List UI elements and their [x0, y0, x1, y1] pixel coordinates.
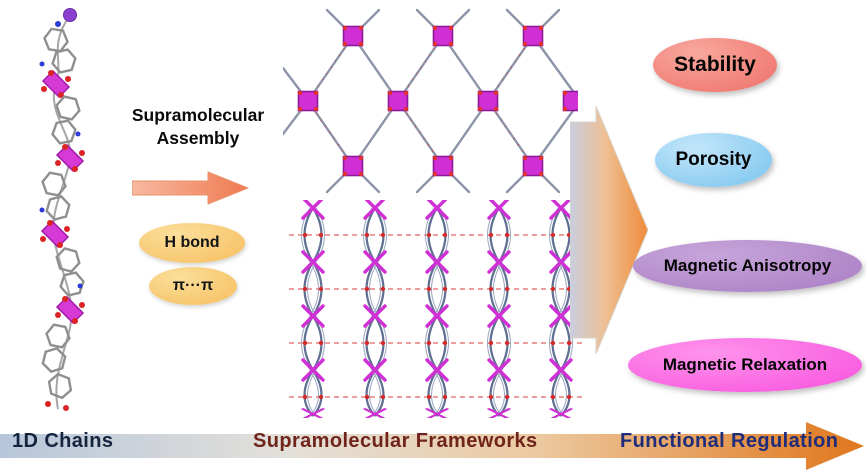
assembly-label: Supramolecular Assembly — [108, 104, 288, 150]
porosity-badge: Porosity — [655, 133, 772, 187]
banner-label-supramolecular-frameworks: Supramolecular Frameworks — [253, 430, 538, 452]
assembly-label-line2: Assembly — [156, 128, 240, 148]
h-bond-badge: H bond — [139, 223, 245, 263]
supramolecular-packing-structure-image — [289, 200, 583, 418]
magnetic-anisotropy-badge: Magnetic Anisotropy — [633, 240, 862, 292]
banner-label-functional-regulation: Functional Regulation — [620, 430, 839, 452]
1d-chain-structure-image — [39, 8, 87, 411]
magnetic-anisotropy-label: Magnetic Anisotropy — [663, 256, 832, 275]
assembly-right-arrow-icon — [132, 171, 249, 205]
banner-gradient-right-arrow — [0, 422, 864, 470]
pi-pi-label: π···π — [172, 277, 214, 294]
stability-label: Stability — [674, 53, 756, 76]
function-large-right-arrow-icon — [570, 106, 648, 354]
magnetic-relaxation-badge: Magnetic Relaxation — [628, 338, 862, 392]
pi-pi-badge: π···π — [149, 267, 237, 305]
porosity-label: Porosity — [675, 149, 752, 170]
assembly-label-line1: Supramolecular — [131, 105, 265, 125]
supramolecular-network-structure-image — [283, 8, 578, 194]
magnetic-relaxation-label: Magnetic Relaxation — [662, 355, 828, 374]
banner-label-1d-chains: 1D Chains — [12, 430, 114, 452]
stability-badge: Stability — [653, 38, 777, 92]
h-bond-label: H bond — [164, 234, 220, 251]
